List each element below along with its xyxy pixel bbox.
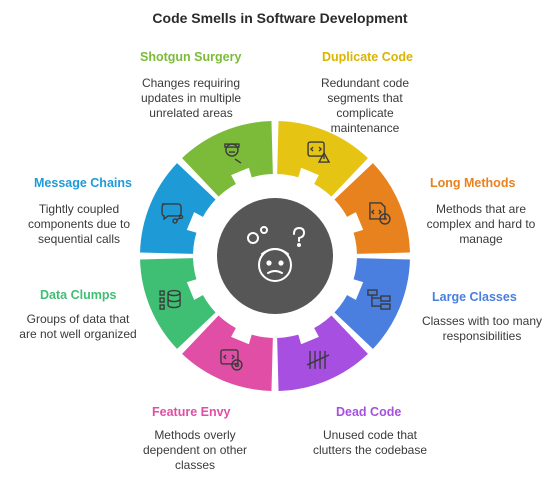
- tally-marks-icon: [306, 350, 330, 369]
- segment-notch-shotgun: [231, 167, 253, 186]
- desc-data-clumps: Groups of data that are not well organiz…: [19, 312, 137, 341]
- desc-feature-envy: Methods overly dependent on other classe…: [142, 428, 248, 472]
- center-circle: [217, 198, 333, 314]
- code-settings-icon: [220, 349, 243, 371]
- diagram-title: Code Smells in Software Development: [152, 10, 408, 26]
- segment-notch-clumps: [186, 278, 205, 300]
- desc-duplicate-code: Redundant code segments that complicate …: [320, 76, 410, 135]
- label-shotgun-surgery: Shotgun Surgery: [140, 50, 242, 64]
- label-dead-code: Dead Code: [336, 405, 402, 419]
- class-hierarchy-icon: [367, 289, 391, 310]
- desc-message-chains: Tightly coupled components due to sequen…: [27, 202, 131, 246]
- surgeon-icon: [224, 143, 242, 164]
- label-large-classes: Large Classes: [432, 290, 517, 304]
- label-feature-envy: Feature Envy: [152, 405, 231, 419]
- desc-large-classes: Classes with too many responsibilities: [421, 314, 543, 343]
- segment-notch-chains: [186, 212, 205, 234]
- code-clock-icon: [369, 202, 391, 225]
- desc-dead-code: Unused code that clutters the codebase: [312, 428, 428, 457]
- desc-shotgun-surgery: Changes requiring updates in multiple un…: [140, 76, 242, 120]
- segment-notch-duplicate: [297, 167, 319, 186]
- segment-notch-dead: [297, 326, 319, 345]
- label-duplicate-code: Duplicate Code: [322, 50, 413, 64]
- label-message-chains: Message Chains: [34, 176, 132, 190]
- code-warning-icon: [307, 141, 331, 163]
- database-icon: [159, 289, 181, 310]
- segment-notch-large: [345, 278, 364, 300]
- chat-network-icon: [161, 203, 184, 224]
- label-data-clumps: Data Clumps: [40, 288, 117, 302]
- desc-long-methods: Methods that are complex and hard to man…: [426, 202, 536, 246]
- segment-notch-envy: [231, 326, 253, 345]
- confused-face-icon: [247, 226, 306, 282]
- label-long-methods: Long Methods: [430, 176, 516, 190]
- segment-notch-long: [345, 212, 364, 234]
